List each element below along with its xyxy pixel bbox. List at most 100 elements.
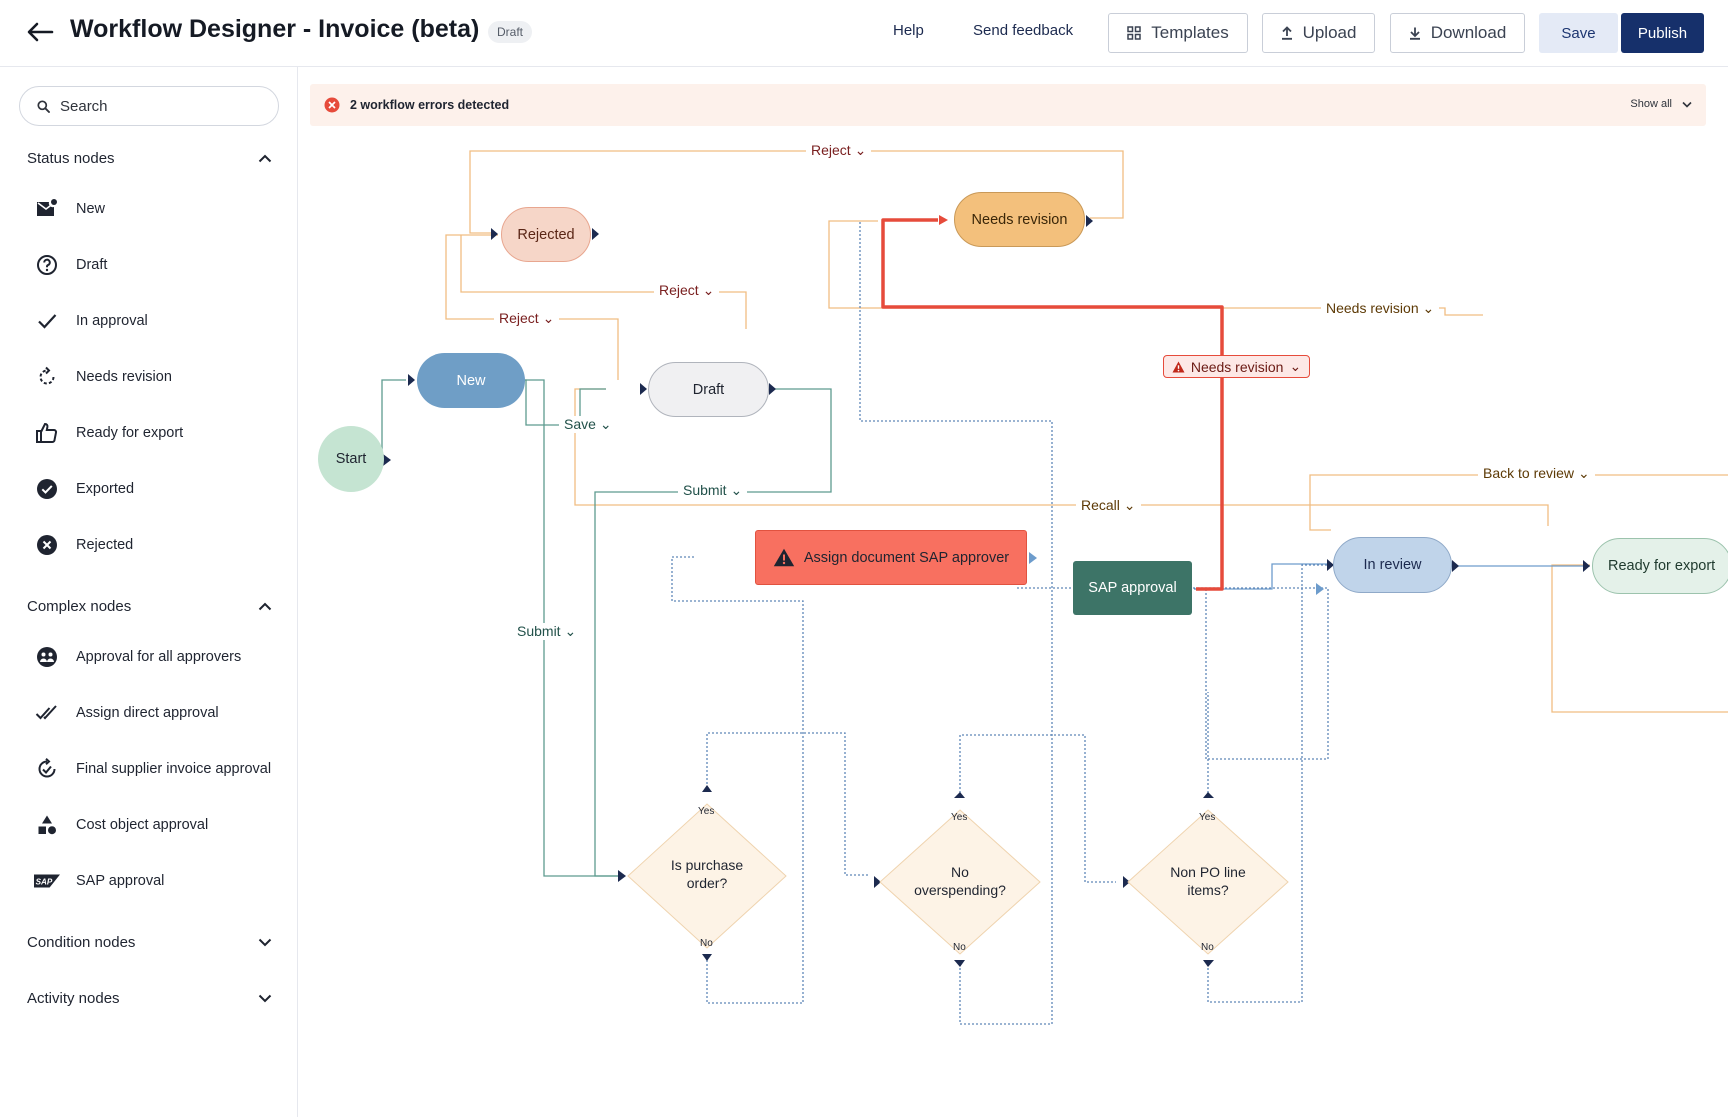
edge-label-reject[interactable]: Reject ⌄ [494, 310, 560, 327]
yes-label: Yes [951, 812, 968, 823]
chevron-down-icon: ⌄ [702, 282, 715, 298]
show-all-toggle[interactable]: Show all [1630, 98, 1692, 110]
sidebar-item-assign-direct[interactable]: Assign direct approval [34, 695, 284, 731]
workflow-edges [371, 150, 1728, 1025]
no-label: No [700, 938, 713, 949]
send-feedback-link[interactable]: Send feedback [973, 22, 1074, 39]
activity-nodes-title: Activity nodes [27, 989, 120, 1007]
chevron-down-icon: ⌄ [1123, 497, 1136, 513]
edge-reject-low [445, 234, 619, 380]
node-sap-approval[interactable]: SAP approval [1073, 561, 1192, 615]
node-assign-sap-approver[interactable]: Assign document SAP approver [755, 530, 1027, 585]
edge-label-reject[interactable]: Reject ⌄ [806, 142, 872, 159]
sidebar-item-label: Exported [76, 481, 135, 497]
edge-label-reject[interactable]: Reject ⌄ [654, 282, 720, 299]
edge-label-back-to-review[interactable]: Back to review ⌄ [1478, 465, 1595, 482]
edge-label-error[interactable]: Needs revision ⌄ [1163, 355, 1310, 378]
thumbs-up-icon [34, 420, 60, 446]
no-label: No [1201, 942, 1214, 953]
node-in-review[interactable]: In review [1333, 537, 1452, 593]
chevron-down-icon: ⌄ [730, 482, 743, 498]
sidebar-item-cost-object[interactable]: Cost object approval [34, 807, 284, 843]
chevron-down-icon: ⌄ [854, 142, 867, 158]
node-rejected[interactable]: Rejected [501, 207, 591, 262]
error-edge-arrowhead [939, 215, 948, 225]
edge-back-to-review [1309, 474, 1728, 531]
templates-button[interactable]: Templates [1108, 13, 1248, 53]
double-check-icon [34, 700, 60, 726]
edge-label-needs-revision[interactable]: Needs revision ⌄ [1321, 300, 1440, 317]
sidebar-item-new[interactable]: New [34, 191, 284, 227]
edge-label-save[interactable]: Save ⌄ [559, 416, 617, 433]
search-input[interactable]: Search [19, 86, 279, 126]
status-nodes-header[interactable]: Status nodes [27, 143, 272, 173]
publish-button[interactable]: Publish [1621, 13, 1704, 53]
error-icon [324, 97, 340, 113]
download-icon [1409, 27, 1420, 40]
check-icon [34, 308, 60, 334]
workflow-canvas[interactable]: 2 workflow errors detected Show all [298, 67, 1728, 1117]
node-draft[interactable]: Draft [648, 362, 769, 417]
edge-label-text: Back to review [1483, 465, 1575, 481]
node-label: Assign document SAP approver [803, 549, 1010, 566]
activity-nodes-header[interactable]: Activity nodes [27, 983, 272, 1013]
sidebar-item-sap-approval[interactable]: SAP SAP approval [34, 863, 284, 899]
chevron-down-icon: ⌄ [1577, 465, 1590, 481]
node-start[interactable]: Start [318, 426, 384, 492]
sidebar-item-needs-revision[interactable]: Needs revision [34, 359, 284, 395]
chevron-up-icon [258, 154, 272, 162]
chevron-down-icon [258, 938, 272, 946]
sidebar-item-final-supplier[interactable]: Final supplier invoice approval [34, 751, 284, 787]
edge-needs-revision-error [881, 218, 1224, 591]
condition-diamond-po [627, 803, 787, 949]
refresh-check-icon [34, 756, 60, 782]
sidebar-item-draft[interactable]: Draft [34, 247, 284, 283]
sidebar-item-exported[interactable]: Exported [34, 471, 284, 507]
edge-label-text: Save [564, 416, 596, 432]
node-ready-for-export[interactable]: Ready for export [1592, 538, 1728, 594]
edge-label-text: Reject [659, 282, 699, 298]
sidebar-item-label: Ready for export [76, 425, 184, 441]
show-all-label: Show all [1630, 98, 1672, 110]
edge-label-text: Needs revision [1326, 300, 1419, 316]
sidebar-item-approval-all[interactable]: Approval for all approvers [34, 639, 284, 675]
node-needs-revision[interactable]: Needs revision [954, 192, 1085, 247]
sidebar-item-ready-for-export[interactable]: Ready for export [34, 415, 284, 451]
upload-button[interactable]: Upload [1262, 13, 1375, 53]
save-button[interactable]: Save [1539, 13, 1618, 53]
edge-submit-draft [594, 388, 832, 877]
sidebar-item-label: Needs revision [76, 369, 172, 385]
condition-diamond-nonpo [1127, 809, 1289, 955]
back-button[interactable] [22, 16, 58, 48]
top-bar: Workflow Designer - Invoice (beta) Draft… [0, 0, 1728, 67]
edge-label-text: Recall [1081, 497, 1120, 513]
complex-nodes-header[interactable]: Complex nodes [27, 591, 272, 621]
search-placeholder: Search [60, 97, 108, 115]
condition-nodes-header[interactable]: Condition nodes [27, 927, 272, 957]
node-new[interactable]: New [417, 353, 525, 408]
sidebar-item-label: New [76, 201, 106, 217]
sidebar-item-label: Draft [76, 257, 108, 273]
help-link[interactable]: Help [893, 22, 924, 39]
sap-logo-icon: SAP [34, 868, 60, 894]
sidebar-item-in-approval[interactable]: In approval [34, 303, 284, 339]
edge-label-submit[interactable]: Submit ⌄ [512, 623, 582, 640]
edge-po-no [671, 556, 804, 1004]
sidebar-item-rejected[interactable]: Rejected [34, 527, 284, 563]
edge-label-text: Reject [811, 142, 851, 158]
error-banner: 2 workflow errors detected Show all [310, 84, 1706, 126]
complex-nodes-title: Complex nodes [27, 597, 132, 615]
arrow-left-icon [27, 22, 54, 42]
warning-icon [1172, 361, 1185, 372]
new-mail-icon [34, 196, 60, 222]
edge-label-recall[interactable]: Recall ⌄ [1076, 497, 1141, 514]
condition-diamond-overspend [879, 809, 1041, 955]
no-label: No [953, 942, 966, 953]
chevron-down-icon: ⌄ [599, 416, 612, 432]
chevron-down-icon: ⌄ [1289, 358, 1302, 374]
edge-label-text: Submit [683, 482, 727, 498]
node-palette-sidebar: Search Status nodes New Draft In approva… [0, 67, 298, 1117]
edge-reject-top [469, 150, 1124, 234]
edge-label-submit[interactable]: Submit ⌄ [678, 482, 748, 499]
download-button[interactable]: Download [1390, 13, 1525, 53]
